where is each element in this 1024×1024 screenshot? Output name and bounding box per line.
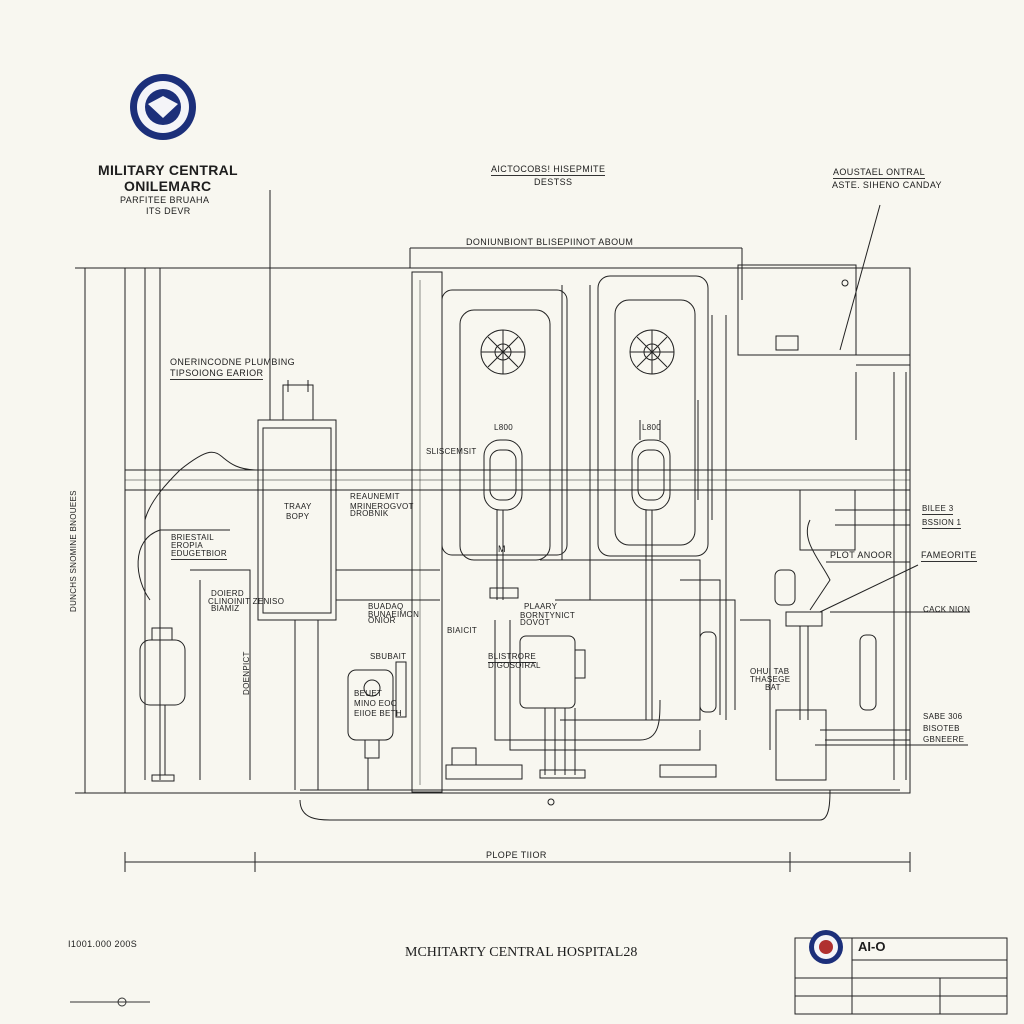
top-right-label: AOUSTAEL ONTRAL xyxy=(833,167,926,179)
note-a-2: MRINEROGVOT xyxy=(350,502,414,511)
main-riser xyxy=(411,271,443,793)
note-a-3: DROBNIK xyxy=(350,509,389,518)
top-center-sublabel: DESTSS xyxy=(534,177,573,187)
title-block xyxy=(794,937,1008,1015)
note-a-1: REAUNEMIT xyxy=(350,492,400,501)
dimension-label: PLOPE TIIOR xyxy=(486,850,547,860)
sub-label-2: CLINOINIT ZENISO xyxy=(208,597,285,606)
main-label-2: BORNTYNICT xyxy=(520,611,575,620)
top-right-sublabel: ASTE. SIHENO CANDAY xyxy=(832,180,942,190)
lower-label-2: THASEGE xyxy=(750,675,791,684)
m-label: M xyxy=(498,544,506,554)
tank-label-2: BOPY xyxy=(286,512,310,521)
right-label-1: BILEE 3 xyxy=(922,504,954,515)
sub-label-3: BIAMIZ xyxy=(211,604,240,613)
right-label-7: BISOTEB xyxy=(923,724,960,733)
bristail-label-2: EROPIA xyxy=(171,541,204,550)
right-label-4: FAMEORITE xyxy=(921,550,977,562)
right-label-8: GBNEERE xyxy=(923,735,965,744)
title-line-1: MILITARY CENTRAL xyxy=(98,162,238,178)
bristail-label-3: EDUGETBIOR xyxy=(171,549,227,560)
tank-label-1: TRAAY xyxy=(284,502,312,511)
toilet-right xyxy=(631,439,671,511)
title-block-code: AI-O xyxy=(858,939,886,954)
main-label-3: DOVOT xyxy=(520,618,550,627)
valve-label: SLISCEMSIT xyxy=(426,447,477,456)
meter-label-1: BEUET xyxy=(354,689,383,698)
military-seal-small xyxy=(809,930,843,964)
lav-label-left: L800 xyxy=(494,423,513,432)
meter-unit xyxy=(519,635,576,709)
sink-label: SBUBAIT xyxy=(370,652,407,661)
right-label-6: SABE 306 xyxy=(923,712,963,721)
blank-label: BIAICIT xyxy=(447,626,478,635)
main-label-1: PLAARY xyxy=(524,602,558,611)
mid-label-1: BUADAQ xyxy=(368,602,404,611)
title-line-2: ONILEMARC xyxy=(124,178,212,194)
spigot-label-1: BLISTRORE xyxy=(488,652,537,663)
top-bar-label: DONIUNBIONT BLISEPIINOT ABOUM xyxy=(466,237,634,247)
left-vertical-label: DUNCHS SNOMINE BNOUEES xyxy=(69,490,78,612)
meter-label-3: EIIOE BETH xyxy=(354,709,402,718)
lower-label-3: BAT xyxy=(765,683,781,692)
right-label-5: CACK NION xyxy=(923,605,971,614)
mid-label-3: ONIOR xyxy=(368,616,396,625)
plumbing-label-2: TIPSOIONG EARIOR xyxy=(170,368,264,380)
drawing-code: I1001.000 200S xyxy=(68,939,138,949)
lower-label-1: OHUI TAB xyxy=(750,667,790,676)
subtitle-line-1: PARFITEE BRUAHA xyxy=(120,195,210,205)
mid-label-2: BUNAEIMON xyxy=(368,610,420,619)
subtitle-line-2: ITS DEVR xyxy=(146,206,191,216)
right-label-2: BSSION 1 xyxy=(922,518,962,529)
plumbing-label-1: ONERINCODNE PLUMBING xyxy=(170,357,296,367)
bristail-label-1: BRIESTAIL xyxy=(171,533,215,542)
vertical-small-label: DOENPICT xyxy=(242,651,251,695)
meter-label-2: MINO EOO xyxy=(354,699,398,708)
pump-left xyxy=(139,639,186,706)
lav-label-right: L800 xyxy=(642,423,661,432)
building-outline xyxy=(124,267,911,794)
military-seal-top xyxy=(130,74,196,140)
spigot-label-2: DIGOSOIRAL xyxy=(488,661,541,670)
sub-label-1: DOIERD xyxy=(211,589,244,598)
top-center-label: AICTOCOBS! HISEPMITE xyxy=(491,164,606,176)
right-label-3: PLOT ANOOR xyxy=(830,550,893,560)
hospital-name: MCHITARTY CENTRAL HOSPITAL28 xyxy=(405,945,638,960)
